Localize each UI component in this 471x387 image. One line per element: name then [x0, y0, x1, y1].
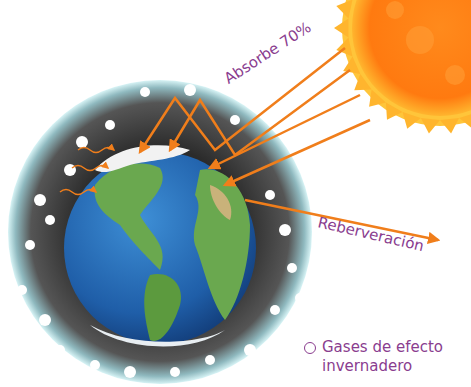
sun-ray: [459, 112, 471, 129]
gas-dot: [205, 355, 215, 365]
gas-dot: [55, 345, 65, 355]
gas-dot: [25, 240, 35, 250]
gas-dot: [230, 115, 240, 125]
atmosphere: [8, 80, 312, 384]
legend-row: Gases de efecto invernadero: [300, 338, 465, 376]
gas-dot: [270, 305, 280, 315]
sun-ray: [421, 118, 440, 133]
sun-ray: [440, 118, 459, 133]
gas-dot: [90, 360, 100, 370]
greenhouse-gas-dots: [17, 84, 305, 385]
earth: [64, 145, 256, 346]
gas-dot: [76, 136, 88, 148]
gas-dot: [95, 375, 105, 385]
gas-dot: [279, 224, 291, 236]
gas-dot: [287, 263, 297, 273]
legend-text: Gases de efecto invernadero: [322, 338, 462, 376]
gas-dot: [295, 293, 305, 303]
gas-dot: [17, 285, 27, 295]
sun-ray: [336, 0, 352, 18]
absorption-label: Absorbe 70%: [222, 19, 315, 87]
gas-dot: [34, 194, 46, 206]
gas-dot: [105, 120, 115, 130]
gas-dot: [244, 344, 256, 356]
gas-dot: [170, 367, 180, 377]
gas-dot: [124, 366, 136, 378]
radiation-arrows: [60, 48, 438, 240]
gas-dot: [265, 190, 275, 200]
gas-dot: [140, 87, 150, 97]
sun: [334, 0, 471, 133]
legend-swatch: [304, 342, 316, 354]
gas-dot: [45, 215, 55, 225]
sun-ray: [403, 112, 421, 129]
sun-ray: [334, 18, 349, 37]
reflection-label: Reberveración: [316, 214, 425, 254]
gas-dot: [39, 314, 51, 326]
gas-dot: [184, 84, 196, 96]
